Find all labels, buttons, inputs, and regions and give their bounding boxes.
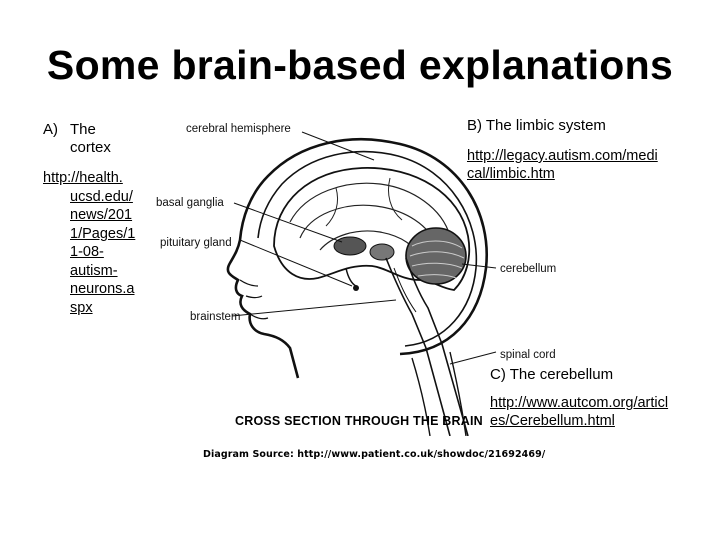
section-a-url-line: http://health.: [43, 170, 123, 186]
section-a-label-line2: cortex: [70, 139, 111, 156]
label-spinal-cord: spinal cord: [500, 349, 556, 361]
section-c-label: C) The cerebellum: [490, 366, 614, 383]
nose-mouth: [239, 279, 269, 320]
section-a-letter: A): [43, 121, 58, 138]
label-brainstem: brainstem: [190, 311, 241, 323]
label-pituitary-gland: pituitary gland: [160, 237, 232, 249]
section-a-link[interactable]: http://health. ucsd.edu/ news/201 1/Page…: [43, 169, 153, 317]
section-a-url-line: spx: [70, 299, 93, 316]
section-a-url-line: 1-08-: [70, 244, 104, 260]
cerebellum-shape: [405, 227, 467, 285]
brain-cross-section-diagram: cerebral hemisphere basal ganglia pituit…: [156, 123, 556, 436]
label-cerebral-hemisphere: cerebral hemisphere: [186, 123, 291, 135]
pituitary-shape: [345, 267, 357, 287]
section-a-url-line: 1/Pages/1: [70, 225, 136, 242]
diagram-caption: CROSS SECTION THROUGH THE BRAIN: [235, 414, 483, 428]
basal-ganglia-shape: [333, 236, 367, 256]
section-a-url-line: autism-: [70, 262, 118, 279]
section-a-url-line: ucsd.edu/: [70, 188, 133, 205]
thalamus-shape: [369, 243, 395, 261]
section-a-url-line: news/201: [70, 207, 133, 223]
label-cerebellum: cerebellum: [500, 263, 556, 275]
page-title: Some brain-based explanations: [46, 42, 674, 88]
head-outline: [226, 138, 489, 379]
section-c: C) The cerebellum http://www.autcom.org/…: [490, 366, 668, 430]
brain-outline: [273, 167, 471, 291]
skull-inner: [257, 150, 478, 347]
section-a-label-line1: The: [70, 121, 96, 138]
section-a: A) The cortex http://health. ucsd.edu/ n…: [43, 121, 153, 317]
diagram-source: Diagram Source: http://www.patient.co.uk…: [203, 449, 546, 460]
label-basal-ganglia: basal ganglia: [156, 197, 224, 209]
section-b-url-line: http://legacy.autism.com/medi: [467, 148, 658, 164]
section-b-label: B) The limbic system: [467, 117, 606, 134]
section-c-url-line: es/Cerebellum.html: [490, 413, 615, 429]
section-b-link[interactable]: http://legacy.autism.com/medi cal/limbic…: [467, 147, 658, 183]
brainstem-shape: [385, 257, 469, 436]
section-b: B) The limbic system http://legacy.autis…: [467, 117, 658, 183]
section-c-link[interactable]: http://www.autcom.org/articl es/Cerebell…: [490, 394, 668, 430]
section-b-url-line: cal/limbic.htm: [467, 166, 555, 182]
section-a-url-line: neurons.a: [70, 281, 135, 297]
section-c-url-line: http://www.autcom.org/articl: [490, 395, 669, 411]
